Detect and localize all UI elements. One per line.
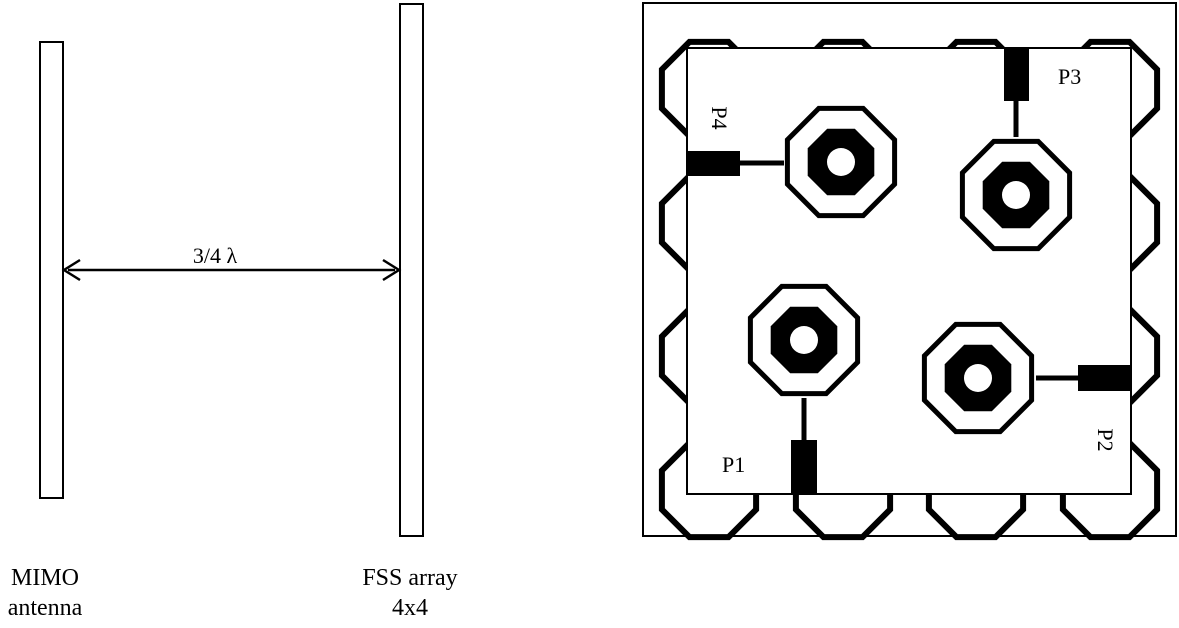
port-p1-label: P1 <box>722 452 745 477</box>
radiator-center <box>1002 181 1030 209</box>
port-connector-p4 <box>686 151 740 176</box>
radiator-element <box>959 138 1073 252</box>
antenna-substrate <box>686 47 1132 495</box>
port-p3-label: P3 <box>1058 64 1081 89</box>
port-connector-p2 <box>1078 365 1132 391</box>
port-connector-p3 <box>1004 47 1029 101</box>
fss-array-plate <box>399 3 424 537</box>
radiator-element <box>784 105 898 219</box>
distance-arrow <box>61 258 402 282</box>
radiator-element <box>747 283 861 397</box>
distance-label: 3/4 λ <box>193 243 238 268</box>
port-connector-p1 <box>791 440 817 494</box>
radiator-center <box>827 148 855 176</box>
radiator-center <box>964 364 992 392</box>
fss-array-caption: FSS array 4x4 <box>340 563 480 623</box>
mimo-antenna-caption: MIMO antenna <box>0 563 100 623</box>
fss-caption-line2: 4x4 <box>392 595 428 621</box>
mimo-caption-line1: MIMO <box>10 565 79 591</box>
feed-lines <box>686 47 1132 494</box>
fss-caption-line1: FSS array <box>362 565 458 591</box>
radiator-element <box>921 321 1035 435</box>
radiator-center <box>790 326 818 354</box>
port-p4-label: P4 <box>707 106 732 129</box>
mimo-antenna-plate <box>39 41 64 499</box>
mimo-caption-line2: antenna <box>7 595 83 621</box>
port-p2-label: P2 <box>1093 428 1118 451</box>
radiators <box>747 105 1073 435</box>
